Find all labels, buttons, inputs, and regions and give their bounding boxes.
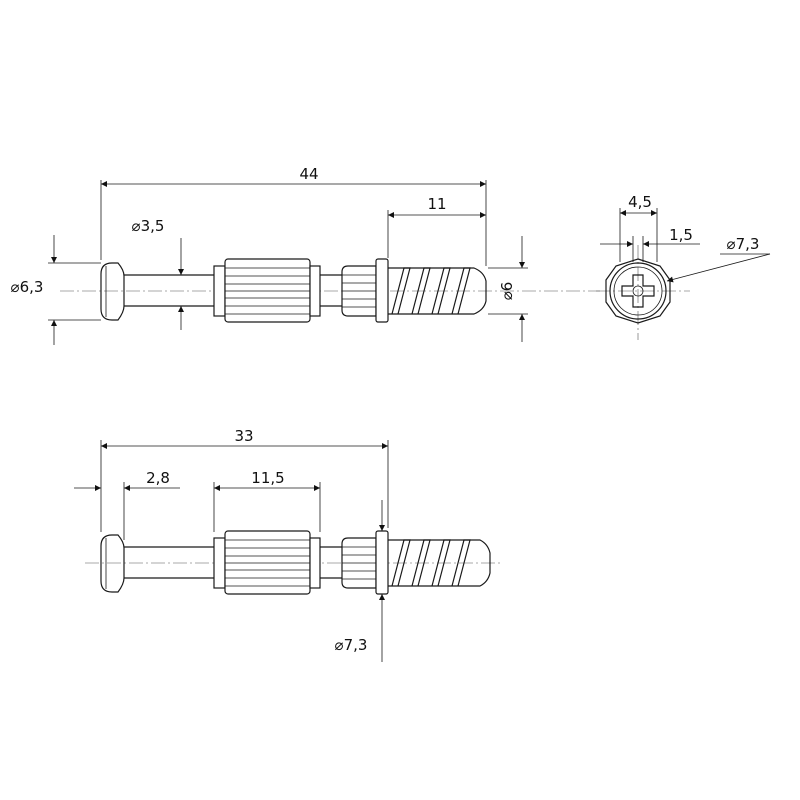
dim-end-width: 4,5	[628, 193, 652, 211]
bottom-side-view: 33 2,8 11,5 ⌀7,3	[74, 427, 500, 662]
dim-top-length: 44	[299, 165, 318, 183]
dim-top-thread-diameter: ⌀6	[498, 282, 516, 301]
end-view: 4,5 1,5 ⌀7,3	[596, 193, 771, 340]
dim-end-diameter: ⌀7,3	[727, 235, 760, 253]
dim-bottom-length: 33	[234, 427, 253, 445]
top-side-view: 44 11 ⌀3,5 ⌀6,3 ⌀6	[11, 165, 600, 345]
dim-end-slot: 1,5	[669, 226, 693, 244]
dim-bottom-collar-diameter: ⌀7,3	[335, 636, 368, 654]
dim-bottom-head-width: 2,8	[146, 469, 170, 487]
dim-bottom-knurl-length: 11,5	[251, 469, 284, 487]
dim-top-head-diameter: ⌀6,3	[11, 278, 44, 296]
dim-top-thread-length: 11	[427, 195, 446, 213]
dim-top-neck-diameter: ⌀3,5	[132, 217, 165, 235]
